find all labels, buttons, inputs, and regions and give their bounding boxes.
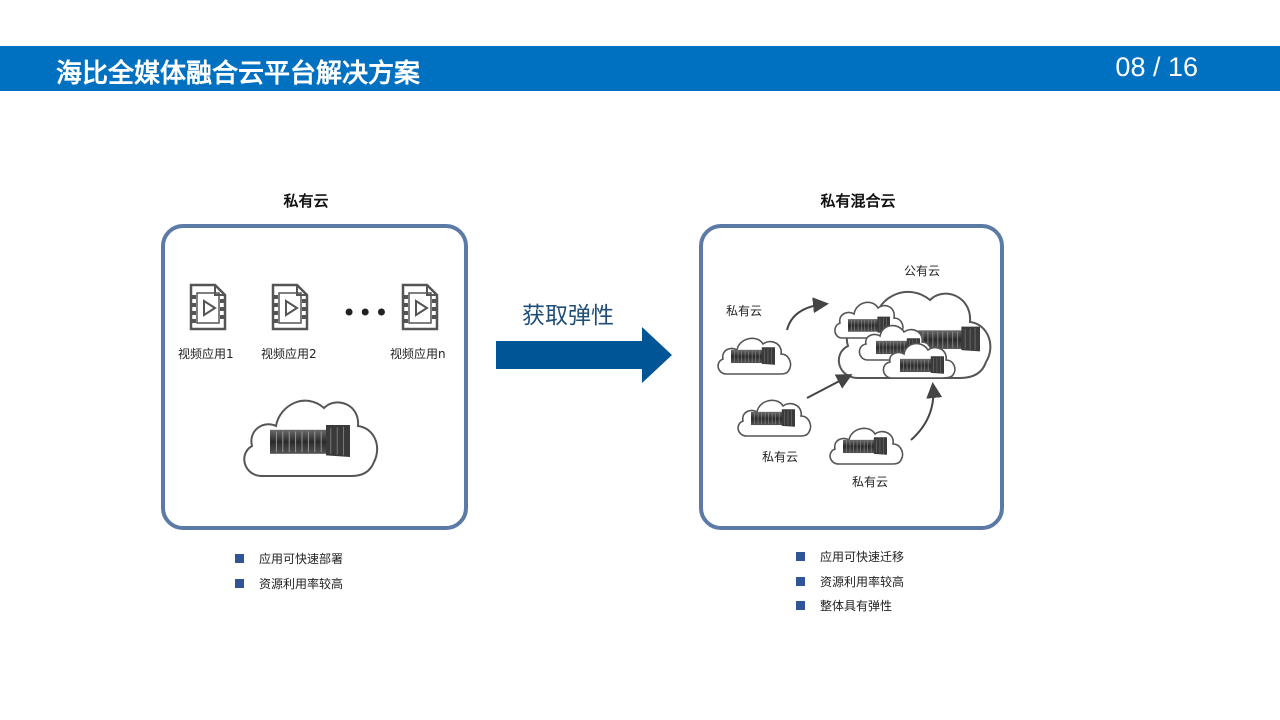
left-bullets: 应用可快速部署 资源利用率较高 [235, 551, 343, 600]
arrow-icon [806, 374, 853, 399]
left-section-title: 私有云 [283, 192, 329, 210]
public-cloud-icon [834, 290, 992, 379]
bullet-item: 整体具有弹性 [796, 598, 904, 623]
video-file-icon [269, 283, 309, 335]
video-file-icon [399, 283, 439, 335]
right-bullets: 应用可快速迁移 资源利用率较高 整体具有弹性 [796, 549, 904, 623]
header-bar: 海比全媒体融合云平台解决方案 08 / 16 [0, 46, 1280, 91]
app-label-2: 视频应用2 [261, 347, 317, 361]
bullet-square [235, 578, 244, 588]
bullet-item: 资源利用率较高 [235, 576, 343, 601]
video-file-icon [187, 283, 227, 335]
private-cloud-panel [161, 224, 468, 530]
arrow-icon [910, 382, 943, 441]
bullet-square [796, 601, 805, 610]
private-cloud-server-icon [243, 399, 379, 477]
bullet-square [235, 554, 244, 563]
migration-arrows [786, 297, 943, 441]
private-cloud-icon [737, 399, 812, 437]
right-arrow-icon [496, 327, 672, 383]
private-cloud-label-1: 私有云 [726, 304, 763, 318]
app-label-1: 视频应用1 [178, 347, 234, 361]
private-cloud-label-3: 私有云 [852, 475, 889, 489]
bullet-item: 应用可快速迁移 [796, 549, 904, 574]
arrow-icon [786, 297, 829, 331]
bullet-item: 应用可快速部署 [235, 551, 343, 576]
private-cloud-icon [829, 427, 904, 465]
slide-title: 海比全媒体融合云平台解决方案 [56, 59, 421, 89]
right-section-title: 私有混合云 [820, 192, 896, 210]
ellipsis: ••• [342, 299, 391, 327]
bullet-item: 资源利用率较高 [796, 574, 904, 599]
private-cloud-label-2: 私有云 [762, 450, 799, 464]
bullet-square [796, 552, 805, 561]
arrow-label: 获取弹性 [522, 303, 614, 329]
public-cloud-label: 公有云 [904, 264, 941, 278]
page-indicator: 08 / 16 [1115, 52, 1198, 82]
app-label-n: 视频应用n [390, 347, 446, 361]
private-cloud-icon [717, 337, 792, 375]
bullet-square [796, 576, 805, 586]
